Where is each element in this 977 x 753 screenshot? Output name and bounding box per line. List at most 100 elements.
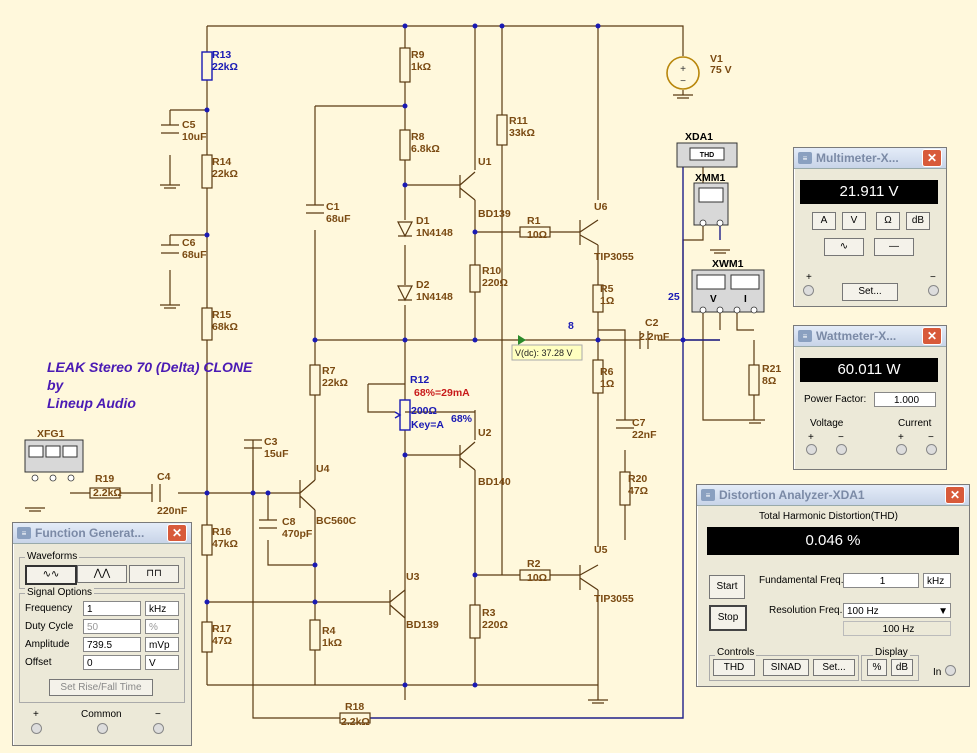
fundamental-freq-input[interactable]: 1 bbox=[843, 573, 919, 588]
wattmeter-window[interactable]: ≡ Wattmeter-X... ✕ 60.011 W Power Factor… bbox=[793, 325, 947, 470]
wattmeter-titlebar[interactable]: ≡ Wattmeter-X... ✕ bbox=[794, 326, 946, 347]
multimeter-titlebar[interactable]: ≡ Multimeter-X... ✕ bbox=[794, 148, 946, 169]
close-icon[interactable]: ✕ bbox=[922, 327, 942, 345]
svg-text:+: + bbox=[680, 64, 686, 75]
component-ref: R17 bbox=[212, 623, 231, 635]
ac-button[interactable]: ∿ bbox=[824, 238, 864, 256]
percent-button[interactable]: % bbox=[867, 659, 887, 676]
distortion-analyzer-window[interactable]: ≡ Distortion Analyzer-XDA1 ✕ Total Harmo… bbox=[696, 484, 970, 687]
plus-terminal[interactable] bbox=[803, 285, 814, 296]
multimeter-window[interactable]: ≡ Multimeter-X... ✕ 21.911 V A V Ω dB ∿ … bbox=[793, 147, 947, 307]
i-minus-label: − bbox=[928, 432, 934, 443]
xmm1-instrument[interactable] bbox=[693, 182, 729, 227]
fundamental-freq-unit[interactable]: kHz bbox=[923, 573, 951, 588]
stop-button[interactable]: Stop bbox=[709, 605, 747, 631]
component-value: BD139 bbox=[406, 619, 439, 631]
triangle-wave-button[interactable]: ⋀⋀ bbox=[77, 565, 127, 583]
component-value: 1N4148 bbox=[416, 291, 453, 303]
start-button[interactable]: Start bbox=[709, 575, 745, 599]
component-ref: V1 bbox=[710, 53, 723, 65]
component-value: TIP3055 bbox=[594, 593, 634, 605]
plus-terminal[interactable] bbox=[31, 723, 42, 734]
i-minus-terminal[interactable] bbox=[926, 444, 937, 455]
component-value: 22kΩ bbox=[212, 168, 238, 180]
component-value: TIP3055 bbox=[594, 251, 634, 263]
square-wave-button[interactable]: ⊓⊓ bbox=[129, 565, 179, 583]
wattmeter-reading: 60.011 W bbox=[800, 358, 938, 382]
component-ref: R1 bbox=[527, 215, 541, 227]
component-value: 470pF bbox=[282, 528, 313, 540]
power-factor-label: Power Factor: bbox=[804, 394, 867, 405]
chevron-down-icon[interactable]: ▼ bbox=[938, 606, 948, 617]
component-ref: R10 bbox=[482, 265, 501, 277]
resolution-freq-label: Resolution Freq. bbox=[769, 605, 843, 616]
set-button[interactable]: Set... bbox=[842, 283, 898, 301]
svg-text:I: I bbox=[744, 294, 747, 305]
funcgen-titlebar[interactable]: ≡ Function Generat... ✕ bbox=[13, 523, 191, 544]
signal-row-label: Duty Cycle bbox=[25, 621, 74, 632]
resistors[interactable] bbox=[89, 47, 760, 724]
component-ref: U1 bbox=[478, 156, 492, 168]
component-value: 47kΩ bbox=[212, 538, 238, 550]
component-value: 1Ω bbox=[600, 378, 614, 390]
component-ref: R2 bbox=[527, 558, 541, 570]
component-ref: R3 bbox=[482, 607, 496, 619]
transistors[interactable] bbox=[299, 171, 599, 619]
v-minus-terminal[interactable] bbox=[836, 444, 847, 455]
distortion-titlebar[interactable]: ≡ Distortion Analyzer-XDA1 ✕ bbox=[697, 485, 969, 506]
sinad-button[interactable]: SINAD bbox=[763, 659, 809, 676]
db-button[interactable]: dB bbox=[891, 659, 913, 676]
component-value: 68uF bbox=[182, 249, 207, 261]
title-block: LEAK Stereo 70 (Delta) CLONE by Lineup A… bbox=[47, 359, 253, 411]
dc-source-v1[interactable]: + − bbox=[666, 56, 700, 90]
component-labels: R1322kΩC510uFR1422kΩC668uFR1568kΩR1647kΩ… bbox=[93, 49, 781, 728]
signal-row-unit[interactable]: mVp bbox=[145, 637, 179, 652]
component-ref: C6 bbox=[182, 237, 196, 249]
signal-row-value[interactable]: 739.5 bbox=[83, 637, 141, 652]
signal-row-value[interactable]: 1 bbox=[83, 601, 141, 616]
component-ref: C7 bbox=[632, 417, 646, 429]
signal-row-value[interactable]: 0 bbox=[83, 655, 141, 670]
v-plus-terminal[interactable] bbox=[806, 444, 817, 455]
close-icon[interactable]: ✕ bbox=[945, 486, 965, 504]
xwm1-instrument[interactable]: V I bbox=[691, 269, 765, 314]
mode-a-button[interactable]: A bbox=[812, 212, 836, 230]
signal-row-label: Frequency bbox=[25, 603, 73, 614]
sine-wave-button[interactable]: ∿∿ bbox=[25, 565, 77, 585]
component-value: BD140 bbox=[478, 476, 511, 488]
mode-v-button[interactable]: V bbox=[842, 212, 866, 230]
mode-ohm-button[interactable]: Ω bbox=[876, 212, 900, 230]
xda1-instrument[interactable]: THD bbox=[676, 142, 738, 168]
plus-terminal-label: + bbox=[806, 272, 812, 283]
signal-row-unit[interactable]: kHz bbox=[145, 601, 179, 616]
svg-text:THD: THD bbox=[700, 152, 714, 159]
xfg1-instrument[interactable]: XFG1 bbox=[24, 428, 84, 482]
signal-row-unit[interactable]: V bbox=[145, 655, 179, 670]
input-terminal[interactable] bbox=[945, 665, 956, 676]
voltage-probe[interactable]: V(dc): 37.28 V bbox=[511, 335, 583, 361]
minus-terminal[interactable] bbox=[928, 285, 939, 296]
component-ref: C5 bbox=[182, 119, 196, 131]
component-ref: R8 bbox=[411, 131, 425, 143]
mode-db-button[interactable]: dB bbox=[906, 212, 930, 230]
capacitors[interactable] bbox=[151, 124, 649, 529]
diodes[interactable] bbox=[397, 221, 413, 302]
svg-text:XWM1: XWM1 bbox=[712, 258, 744, 270]
function-generator-window[interactable]: ≡ Function Generat... ✕ Waveforms ∿∿ ⋀⋀ … bbox=[12, 522, 192, 746]
component-value: 220Ω bbox=[482, 619, 508, 631]
resolution-freq-select[interactable]: 100 Hz ▼ bbox=[843, 603, 951, 618]
minus-terminal[interactable] bbox=[153, 723, 164, 734]
thd-button[interactable]: THD bbox=[713, 659, 755, 676]
close-icon[interactable]: ✕ bbox=[922, 149, 942, 167]
component-ref: U6 bbox=[594, 201, 608, 213]
controls-set-button[interactable]: Set... bbox=[813, 659, 855, 676]
dc-button[interactable]: — bbox=[874, 238, 914, 256]
waveforms-group bbox=[19, 557, 185, 589]
svg-text:68%: 68% bbox=[451, 413, 473, 425]
svg-text:V(dc): 37.28 V: V(dc): 37.28 V bbox=[515, 348, 573, 358]
i-plus-terminal[interactable] bbox=[896, 444, 907, 455]
v-plus-label: + bbox=[808, 432, 814, 443]
close-icon[interactable]: ✕ bbox=[167, 524, 187, 542]
common-terminal[interactable] bbox=[97, 723, 108, 734]
